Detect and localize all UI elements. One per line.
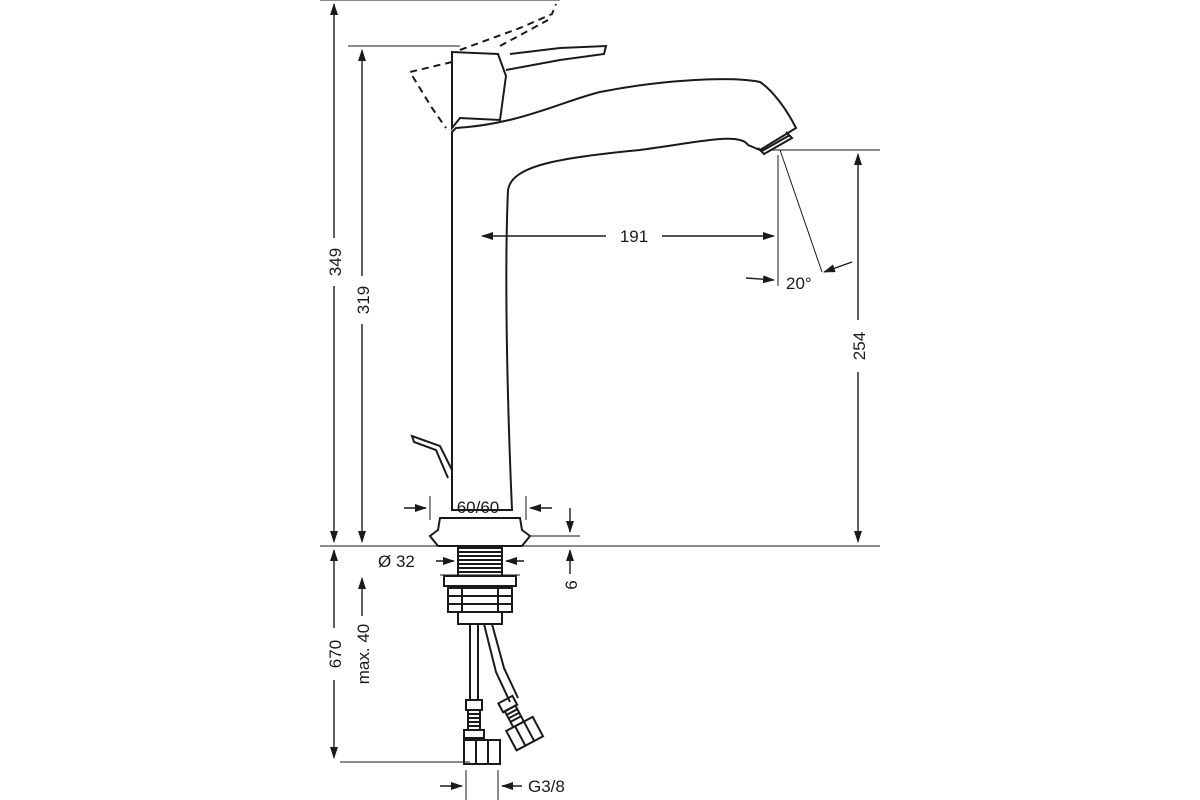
label-hose-length: 670 xyxy=(326,640,345,668)
hex-nut-right xyxy=(504,715,545,752)
label-body-height: 319 xyxy=(354,286,373,314)
label-spout-reach: 191 xyxy=(620,227,648,246)
fixing-washer xyxy=(443,575,517,587)
label-outlet-height: 254 xyxy=(850,332,869,360)
faucet-body-outline xyxy=(451,78,798,511)
supply-hose-left xyxy=(469,624,479,700)
base-plate xyxy=(428,517,532,547)
popup-rod xyxy=(410,434,453,479)
label-total-height: 349 xyxy=(326,248,345,276)
label-base-thickness: 6 xyxy=(562,580,581,589)
handle-alt-position-dashed xyxy=(408,61,453,129)
handle-lever xyxy=(451,44,608,131)
hex-nut-left xyxy=(463,739,501,765)
label-base-size: 60/60 xyxy=(457,498,500,517)
label-spout-angle: 20° xyxy=(786,274,812,293)
fixing-nut xyxy=(447,587,513,613)
label-max-thickness: max. 40 xyxy=(354,624,373,684)
label-shank-diameter: Ø 32 xyxy=(378,552,415,571)
supply-hose-right xyxy=(483,623,519,703)
label-connection-thread: G3/8 xyxy=(528,777,565,796)
